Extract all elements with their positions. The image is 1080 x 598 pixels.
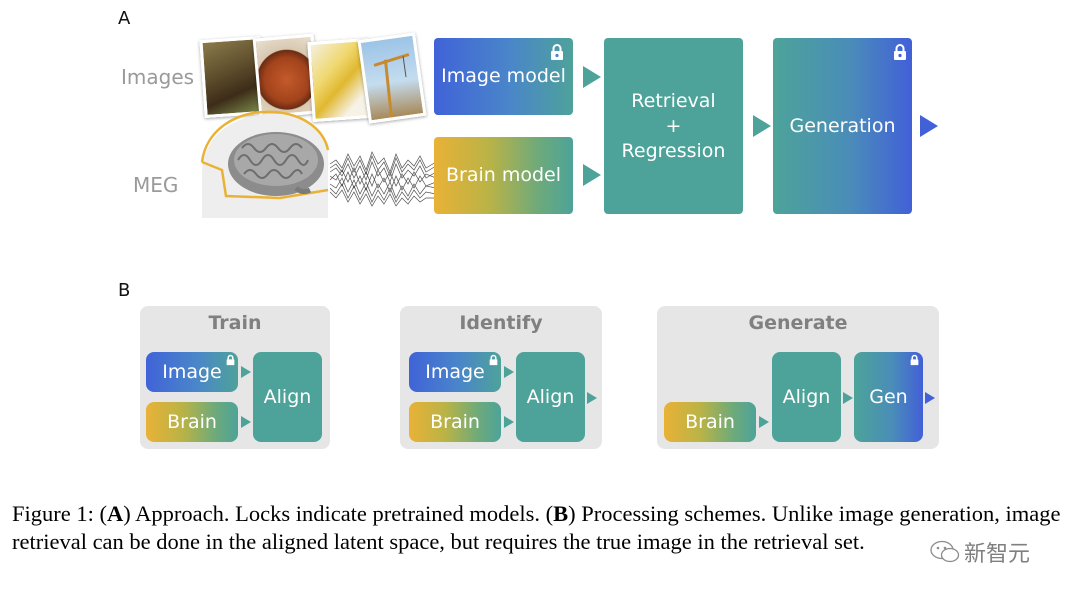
- brain-label: Brain: [430, 411, 480, 433]
- figure-caption: Figure 1: (A) Approach. Locks indicate p…: [12, 500, 1072, 556]
- scheme-generate: Generate Brain Align Gen: [657, 306, 939, 449]
- regression-label: Regression: [621, 139, 726, 162]
- arrow-retrieval-to-generation: [753, 115, 771, 137]
- arrow-icon: [504, 366, 514, 378]
- arrow-generation-output: [920, 115, 938, 137]
- align-label: Align: [263, 386, 312, 408]
- retrieval-label: Retrieval: [631, 89, 716, 112]
- align-box: Align: [772, 352, 841, 442]
- scheme-identify: Identify Image Brain Align: [400, 306, 602, 449]
- brain-label: Brain: [167, 411, 217, 433]
- image-box: Image: [146, 352, 238, 392]
- lock-icon: [489, 354, 498, 366]
- brain-box: Brain: [664, 402, 756, 442]
- caption-fig-label: Figure 1: (: [12, 501, 107, 526]
- watermark-text: 新智元: [964, 542, 1031, 567]
- arrow-icon: [925, 392, 935, 404]
- lock-icon: [910, 354, 919, 366]
- panel-b-letter: B: [118, 280, 131, 301]
- meg-label: MEG: [133, 173, 179, 197]
- caption-a: A: [107, 501, 124, 526]
- arrow-image-to-retrieval: [583, 66, 601, 88]
- brain-box: Brain: [409, 402, 501, 442]
- plus-label: +: [665, 114, 682, 137]
- align-label: Align: [526, 386, 575, 408]
- arrow-icon: [241, 416, 251, 428]
- retrieval-regression-box: Retrieval + Regression: [604, 38, 743, 214]
- caption-part1: ) Approach. Locks indicate pretrained mo…: [123, 501, 554, 526]
- image-box: Image: [409, 352, 501, 392]
- image-label: Image: [162, 361, 222, 383]
- panel-a-letter: A: [118, 8, 131, 29]
- lock-icon: [551, 44, 563, 60]
- align-label: Align: [782, 386, 831, 408]
- align-box: Align: [253, 352, 322, 442]
- arrow-icon: [504, 416, 514, 428]
- watermark: 新智元: [930, 536, 1030, 568]
- scheme-title: Train: [208, 312, 262, 334]
- arrow-brain-to-retrieval: [583, 164, 601, 186]
- images-label: Images: [121, 65, 195, 89]
- gen-label: Gen: [869, 386, 908, 408]
- scheme-title: Generate: [748, 312, 848, 334]
- arrow-icon: [241, 366, 251, 378]
- arrow-icon: [759, 416, 769, 428]
- meg-signal-traces: [330, 151, 436, 207]
- head-brain-illustration: [200, 110, 330, 218]
- brain-box: Brain: [146, 402, 238, 442]
- wechat-icon: [930, 540, 960, 563]
- image-model-box: Image model: [434, 38, 573, 115]
- brain-model-label: Brain model: [445, 164, 561, 186]
- image-label: Image: [425, 361, 485, 383]
- arrow-icon: [843, 392, 853, 404]
- scheme-title: Identify: [459, 312, 543, 334]
- scheme-train: Train Image Brain Align: [140, 306, 330, 449]
- align-box: Align: [516, 352, 585, 442]
- gen-box: Gen: [854, 352, 923, 442]
- lock-icon: [226, 354, 235, 366]
- crane-photo: [357, 32, 427, 124]
- caption-part2: ) Processing schemes. Unlike image gener…: [12, 501, 1061, 554]
- brain-label: Brain: [685, 411, 735, 433]
- image-model-label: Image model: [441, 65, 566, 87]
- arrow-icon: [587, 392, 597, 404]
- caption-b: B: [553, 501, 569, 526]
- lock-icon: [894, 44, 906, 60]
- generation-label: Generation: [789, 114, 896, 137]
- generation-box: Generation: [773, 38, 912, 214]
- brain-model-box: Brain model: [434, 137, 573, 214]
